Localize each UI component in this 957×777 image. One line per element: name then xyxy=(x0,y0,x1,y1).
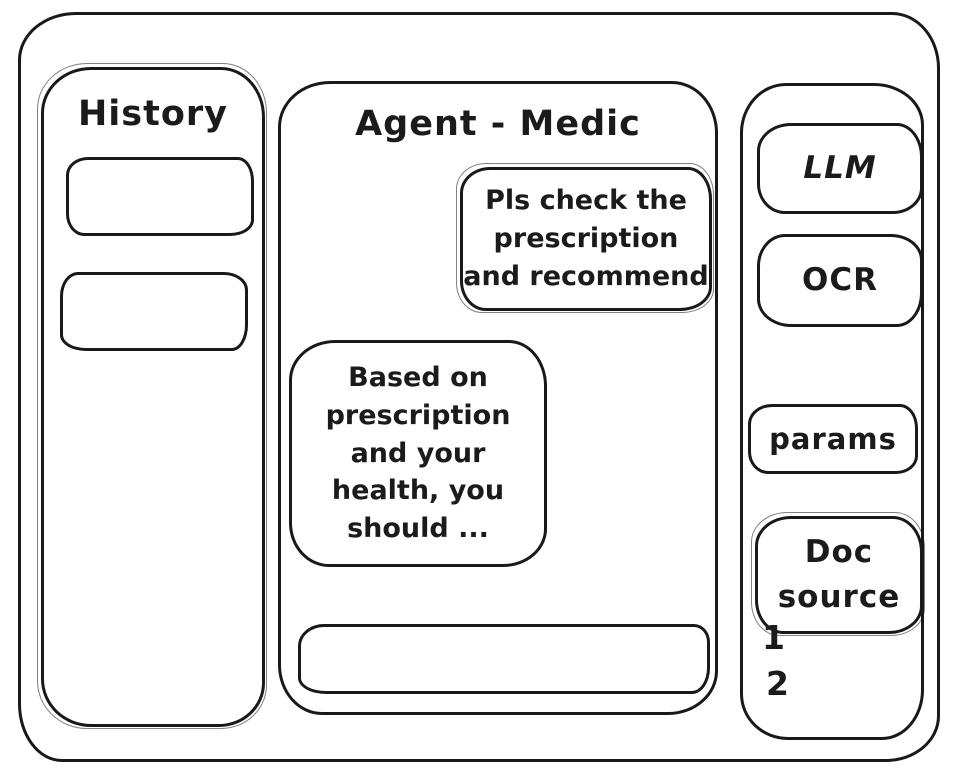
history-sidebar: History xyxy=(37,63,267,729)
app-window: History Agent - Medic Pls check the pres… xyxy=(18,12,940,762)
chat-title: Agent - Medic xyxy=(355,104,641,144)
message-input[interactable] xyxy=(298,624,710,694)
params-button[interactable]: params xyxy=(748,404,918,474)
llm-button[interactable]: LLM xyxy=(757,123,923,214)
doc-source-button[interactable]: Doc source xyxy=(751,512,925,636)
doc-source-item-2[interactable]: 2 xyxy=(766,664,789,703)
tools-sidebar: LLM OCR params Doc source 1 2 xyxy=(740,83,925,740)
history-item[interactable] xyxy=(66,157,254,236)
ocr-button[interactable]: OCR xyxy=(757,234,923,327)
user-message-bubble: Pls check the prescription and recommend xyxy=(456,163,714,313)
agent-message-bubble: Based on prescription and your health, y… xyxy=(289,340,547,567)
history-title: History xyxy=(78,94,228,134)
doc-source-item-1[interactable]: 1 xyxy=(762,618,785,657)
chat-panel: Agent - Medic Pls check the prescription… xyxy=(278,81,718,715)
history-item[interactable] xyxy=(60,272,248,351)
